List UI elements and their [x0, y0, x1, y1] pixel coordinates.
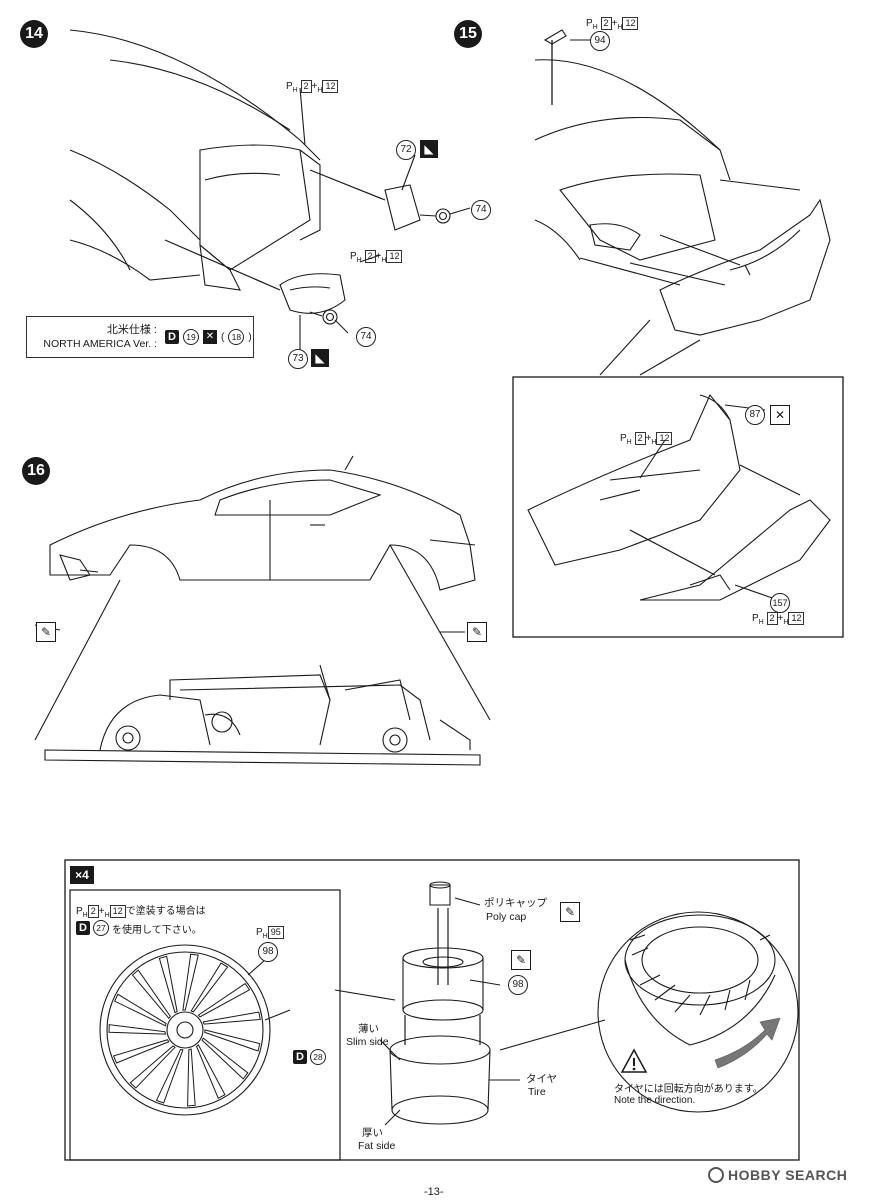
wheel-spoke — [195, 1044, 226, 1100]
wheel-spoke — [129, 1045, 176, 1089]
decal-number-18: 18 — [228, 329, 245, 345]
polycap-label-jp: ポリキャップ — [484, 897, 547, 909]
tire-label-jp: タイヤ — [526, 1073, 558, 1085]
part-number-157: 157 — [770, 593, 790, 613]
glue-icon-rear: ✎ — [467, 622, 487, 642]
decal-sheet-d-icon: D — [165, 330, 179, 344]
direction-note-en: Note the direction. — [614, 1095, 696, 1106]
watermark-logo-icon — [708, 1167, 724, 1183]
part-number-74-lower: 74 — [356, 327, 376, 347]
quantity-badge: ×4 — [70, 866, 94, 884]
clear-parts-icon: ✕ — [203, 330, 217, 344]
north-america-label-jp: 北米仕様 : — [106, 324, 157, 336]
step-14-badge: 14 — [20, 20, 48, 48]
wheel-spoke — [112, 1039, 170, 1064]
decal-sheet-d-icon-27: D — [76, 921, 90, 935]
north-america-decals: D 19 ✕ (18) — [165, 329, 252, 345]
wheel-spoke — [108, 1024, 167, 1035]
north-america-version-box: 北米仕様 : NORTH AMERICA Ver. : D 19 ✕ (18) — [26, 316, 254, 358]
slim-side-label-en: Slim side — [346, 1036, 389, 1048]
step-16-badge: 16 — [22, 457, 50, 485]
part-number-98-wheel: 98 — [258, 942, 278, 962]
wheel-spoke — [158, 955, 178, 1014]
decal-sheet-d-icon-28: D — [293, 1050, 307, 1064]
clear-parts-icon-87: ✕ — [770, 405, 790, 425]
step-15-badge: 15 — [454, 20, 482, 48]
part-number-73: 73 — [288, 349, 308, 369]
no-glue-icon-rim: ✎ — [511, 950, 531, 970]
decal-number-28: 28 — [310, 1049, 326, 1065]
watermark: HOBBY SEARCH — [708, 1167, 847, 1183]
part-number-72: 72 — [396, 140, 416, 160]
wheel-spoke — [131, 969, 171, 1020]
wheel-paint-note-line2: D 27 を使用して下さい。 — [76, 920, 202, 936]
wheel-spoke — [197, 982, 251, 1018]
slim-side-label-jp: 薄い — [358, 1023, 379, 1035]
glue-icon-front: ✎ — [36, 622, 56, 642]
wheel-spoke — [190, 962, 229, 1013]
watermark-text: HOBBY SEARCH — [728, 1167, 848, 1183]
north-america-label-en: NORTH AMERICA Ver. : — [43, 338, 157, 350]
decal-number-27: 27 — [93, 920, 109, 936]
fat-side-label-en: Fat side — [358, 1140, 396, 1152]
decal-ref-28: D 28 — [293, 1049, 326, 1065]
cement-icon-73: ◣ — [311, 349, 329, 367]
part-number-94: 94 — [590, 31, 610, 51]
page-number: -13- — [424, 1186, 444, 1198]
decal-number-19: 19 — [183, 329, 199, 345]
cement-icon-72: ◣ — [420, 140, 438, 158]
tire-label-en: Tire — [528, 1086, 546, 1098]
part-number-87: 87 — [745, 405, 765, 425]
wheel-spoke — [204, 1029, 261, 1052]
part-number-98-rim: 98 — [508, 975, 528, 995]
paint-code-letter: P — [286, 81, 293, 92]
fat-side-label-jp: 厚い — [362, 1127, 383, 1139]
wheel-spoke — [187, 1048, 196, 1107]
wheel-paint-note-text: を使用して下さい。 — [112, 924, 202, 936]
wheel-spoke — [201, 1037, 249, 1080]
polycap-label-en: Poly cap — [486, 911, 527, 923]
wheel-spoke — [182, 953, 199, 1011]
direction-note-jp: タイヤには回転方向があります。 — [614, 1084, 763, 1095]
wheel-spoke — [155, 1048, 184, 1104]
part-number-74-upper: 74 — [471, 200, 491, 220]
wheel-spoke — [202, 1011, 261, 1025]
wheel-spoke — [114, 993, 167, 1027]
no-glue-icon-polycap: ✎ — [560, 902, 580, 922]
